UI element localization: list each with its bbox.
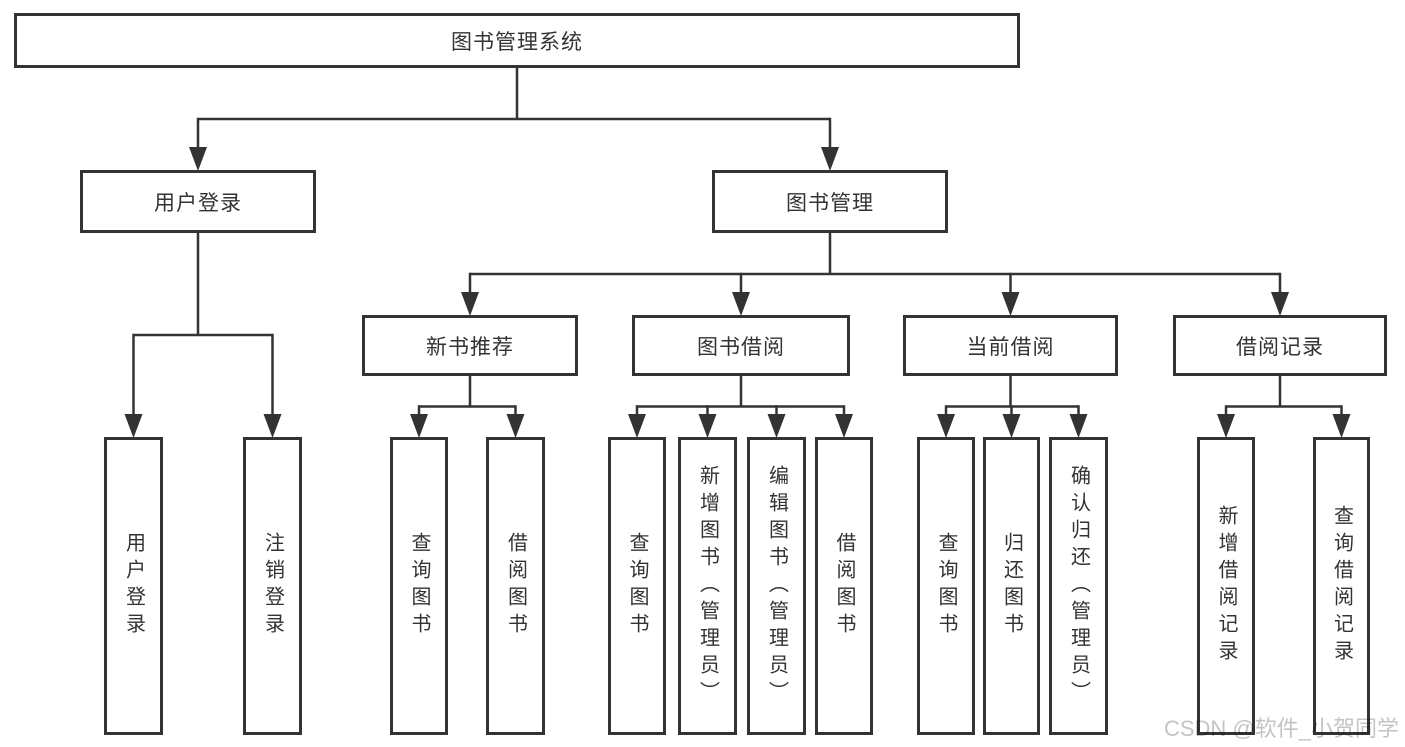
node-label-leaf-query-books-2: 查询图书	[626, 532, 648, 640]
arrowhead-icon	[461, 292, 479, 316]
node-leaf-query-books-1: 查询图书	[390, 437, 448, 735]
arrowhead-icon	[821, 147, 839, 171]
node-borrow-records: 借阅记录	[1173, 315, 1387, 376]
node-current-borrow: 当前借阅	[903, 315, 1118, 376]
arrowhead-icon	[189, 147, 207, 171]
node-book-mgmt: 图书管理	[712, 170, 948, 233]
node-book-borrow: 图书借阅	[632, 315, 850, 376]
node-label-user-login: 用户登录	[154, 191, 242, 215]
node-label-leaf-return-book: 归还图书	[1000, 532, 1023, 640]
arrowhead-icon	[263, 414, 282, 438]
node-user-login: 用户登录	[80, 170, 316, 233]
node-label-book-borrow: 图书借阅	[697, 335, 785, 359]
arrowhead-icon	[410, 414, 428, 438]
arrowhead-icon	[124, 414, 143, 438]
node-label-borrow-records: 借阅记录	[1236, 335, 1324, 359]
arrowhead-icon	[628, 414, 646, 438]
node-label-new-book-rec: 新书推荐	[426, 335, 514, 359]
node-leaf-return-book: 归还图书	[983, 437, 1040, 735]
node-label-leaf-query-books-3: 查询图书	[935, 532, 957, 640]
arrowhead-icon	[1332, 414, 1351, 438]
node-leaf-borrow-books-2: 借阅图书	[815, 437, 873, 735]
arrowhead-icon	[1069, 414, 1088, 438]
node-leaf-logout: 注销登录	[243, 437, 302, 735]
arrowhead-icon	[835, 414, 853, 438]
node-label-root: 图书管理系统	[451, 30, 583, 54]
arrowhead-icon	[1217, 414, 1235, 438]
arrowhead-icon	[506, 414, 525, 438]
node-leaf-query-books-2: 查询图书	[608, 437, 666, 735]
arrowhead-icon	[1002, 414, 1021, 438]
node-new-book-rec: 新书推荐	[362, 315, 578, 376]
node-leaf-query-borrow-record: 查询借阅记录	[1313, 437, 1370, 735]
node-label-current-borrow: 当前借阅	[966, 335, 1055, 359]
node-label-leaf-borrow-books-1: 借阅图书	[504, 532, 527, 640]
node-root: 图书管理系统	[14, 13, 1020, 68]
arrowhead-icon	[767, 414, 786, 438]
node-label-book-mgmt: 图书管理	[786, 191, 874, 215]
node-label-leaf-logout: 注销登录	[261, 532, 284, 640]
arrowhead-icon	[937, 414, 955, 438]
node-label-leaf-confirm-return: 确认归还（管理员）	[1067, 464, 1090, 708]
node-label-leaf-add-borrow-record: 新增借阅记录	[1215, 505, 1237, 667]
watermark: CSDN @软件_小贺同学	[1163, 716, 1399, 741]
node-leaf-edit-book: 编辑图书（管理员）	[747, 437, 806, 735]
arrowhead-icon	[698, 414, 717, 438]
node-label-leaf-query-borrow-record: 查询借阅记录	[1330, 505, 1353, 667]
arrowhead-icon	[732, 292, 750, 316]
node-leaf-query-books-3: 查询图书	[917, 437, 975, 735]
node-label-leaf-add-book: 新增图书（管理员）	[696, 464, 719, 708]
node-label-leaf-edit-book: 编辑图书（管理员）	[765, 464, 788, 708]
node-leaf-borrow-books-1: 借阅图书	[486, 437, 545, 735]
node-leaf-add-borrow-record: 新增借阅记录	[1197, 437, 1255, 735]
node-label-leaf-query-books-1: 查询图书	[408, 532, 430, 640]
node-label-leaf-borrow-books-2: 借阅图书	[833, 532, 855, 640]
arrowhead-icon	[1271, 292, 1289, 316]
node-label-leaf-user-login: 用户登录	[122, 532, 145, 640]
arrowhead-icon	[1001, 292, 1020, 316]
node-leaf-confirm-return: 确认归还（管理员）	[1049, 437, 1108, 735]
node-leaf-user-login: 用户登录	[104, 437, 163, 735]
node-leaf-add-book: 新增图书（管理员）	[678, 437, 737, 735]
